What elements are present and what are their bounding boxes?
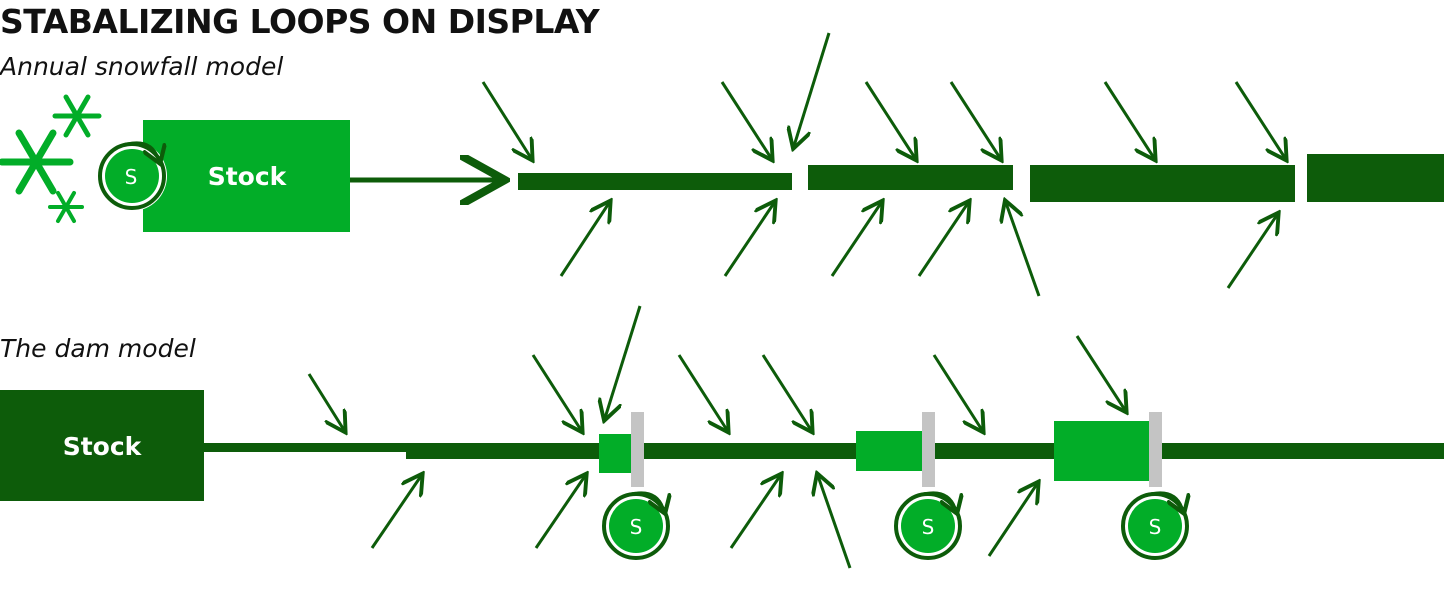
dam-model-label: The dam model [0,334,196,363]
snowfall-bar [1030,165,1295,202]
dam [1054,412,1162,487]
reservoir [856,431,922,471]
loop-arrow-icon [1142,491,1182,508]
influence-arrows-top [481,32,1285,158]
loop-arrow-icon [623,491,663,508]
svg-text:S: S [922,515,935,539]
reservoir [1054,421,1149,481]
snowfall-bars [518,154,1444,202]
river-flow [204,443,406,452]
svg-text:S: S [630,515,643,539]
dam-stock-box [0,390,204,501]
dam-wall [631,412,644,487]
svg-text:S: S [1149,515,1162,539]
dam [856,412,935,487]
snowflake-icon [48,191,84,223]
reservoir [599,434,631,473]
snowfall-stock-box [143,120,350,232]
stabilizing-loop-marker: S [893,491,963,561]
dam-influence-arrows-top [307,305,1125,430]
dam-wall [922,412,935,487]
snowfall-bar [808,165,1013,190]
snowflake-icon [52,94,102,138]
dam-stock-label: Stock [63,432,143,461]
stabilizing-loop-marker: S [1120,491,1190,561]
loop-label: S [125,165,138,189]
dam-influence-arrows-bottom [370,476,1037,569]
loop-arrow-icon [119,141,158,158]
snowfall-stock-label: Stock [208,162,288,191]
stabilizing-loop-marker: S [601,491,671,561]
snowfall-bar [518,173,792,190]
snowfall-bar [1307,154,1444,202]
snowflake-icon [0,129,74,195]
dam [599,412,644,487]
dam-wall [1149,412,1162,487]
snowfall-model-label: Annual snowfall model [0,52,284,81]
page-title: STABALIZING LOOPS ON DISPLAY [0,2,600,41]
stabilizing-loop-marker: S [97,141,167,211]
loop-arrow-icon [915,491,955,508]
influence-arrows-bottom [559,203,1277,297]
